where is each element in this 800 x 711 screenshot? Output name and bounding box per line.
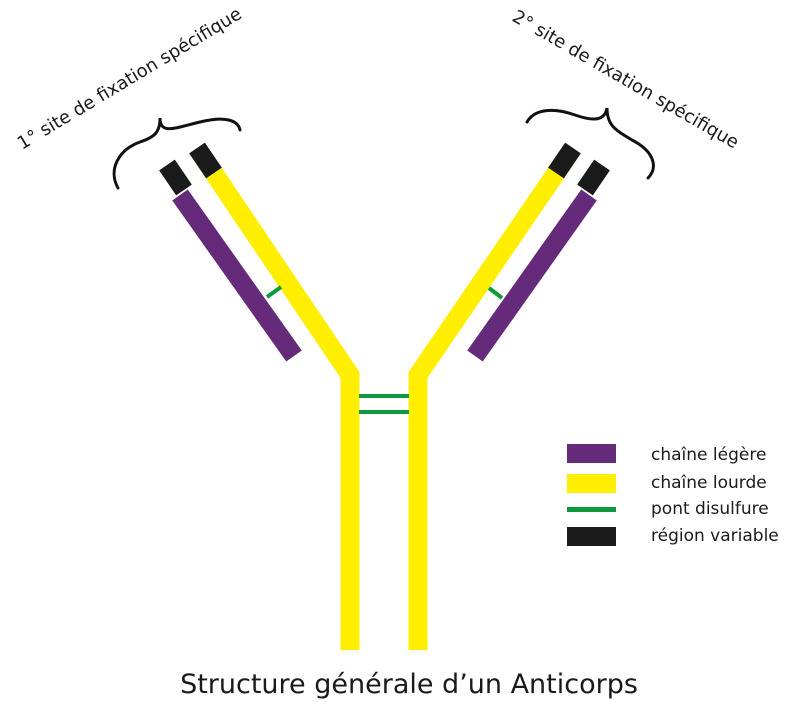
light-chain-right bbox=[467, 189, 597, 362]
legend-label-variable: région variable bbox=[651, 526, 779, 546]
legend-item-light-chain: chaîne légère bbox=[567, 444, 766, 465]
legend-swatch-heavy-chain bbox=[567, 474, 616, 493]
legend-item-variable: région variable bbox=[567, 526, 779, 546]
variable-region-heavy-left bbox=[189, 142, 222, 179]
legend-swatch-light-chain bbox=[567, 444, 616, 463]
legend: chaîne légère chaîne lourde pont disulfu… bbox=[567, 444, 779, 546]
legend-item-heavy-chain: chaîne lourde bbox=[567, 473, 767, 493]
legend-swatch-disulfide bbox=[567, 507, 616, 512]
legend-swatch-variable bbox=[567, 527, 616, 546]
variable-region-light-right bbox=[577, 159, 610, 196]
brace-left-icon bbox=[112, 117, 242, 190]
heavy-chain-right bbox=[408, 154, 573, 650]
legend-label-heavy-chain: chaîne lourde bbox=[651, 473, 767, 493]
variable-region-light-left bbox=[159, 159, 192, 196]
light-chain-left bbox=[172, 189, 302, 362]
legend-label-disulfide: pont disulfure bbox=[651, 499, 769, 519]
diagram-title: Structure générale d’un Anticorps bbox=[180, 669, 638, 700]
disulfide-bridge-right-arm bbox=[487, 286, 504, 300]
site-1-label: 1° site de fixation spécifique bbox=[14, 3, 246, 154]
site-2-label: 2° site de fixation spécifique bbox=[509, 6, 743, 153]
disulfide-bridge-left-arm bbox=[265, 285, 283, 299]
heavy-chains bbox=[197, 154, 573, 650]
legend-label-light-chain: chaîne légère bbox=[651, 445, 766, 465]
heavy-chain-left bbox=[197, 154, 360, 650]
brace-right-icon bbox=[525, 107, 655, 180]
legend-item-disulfide: pont disulfure bbox=[567, 499, 769, 519]
variable-region-heavy-right bbox=[548, 142, 581, 179]
